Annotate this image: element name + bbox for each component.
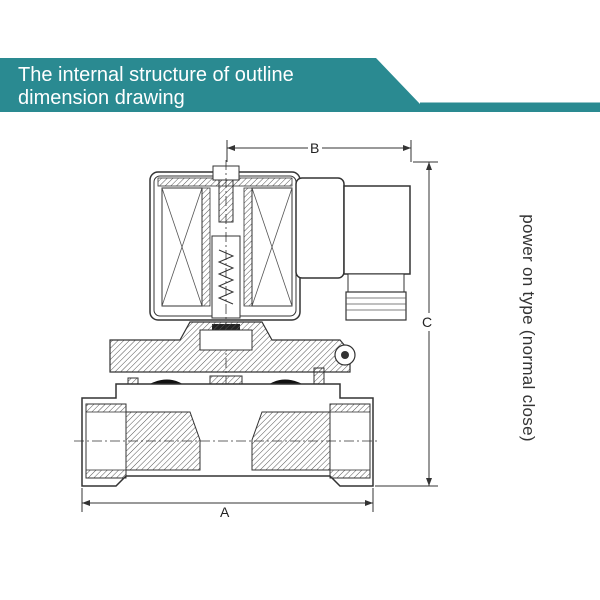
operation-type-label: power on type (normal close) (519, 214, 538, 442)
valve-body (74, 383, 380, 487)
dimension-b: B (226, 140, 412, 162)
dimension-c: C (375, 161, 438, 487)
connector-plug (295, 177, 411, 321)
dimension-a: A (81, 488, 374, 520)
dimension-b-label: B (310, 140, 319, 156)
banner-title-line-2: dimension drawing (18, 87, 185, 109)
dimension-c-label: C (422, 314, 432, 330)
banner-title: The internal structure of outline dimens… (18, 64, 398, 110)
bonnet (109, 321, 356, 373)
dimension-a-label: A (220, 504, 230, 520)
banner-title-line-1: The internal structure of outline (18, 64, 294, 86)
title-banner (0, 58, 600, 112)
